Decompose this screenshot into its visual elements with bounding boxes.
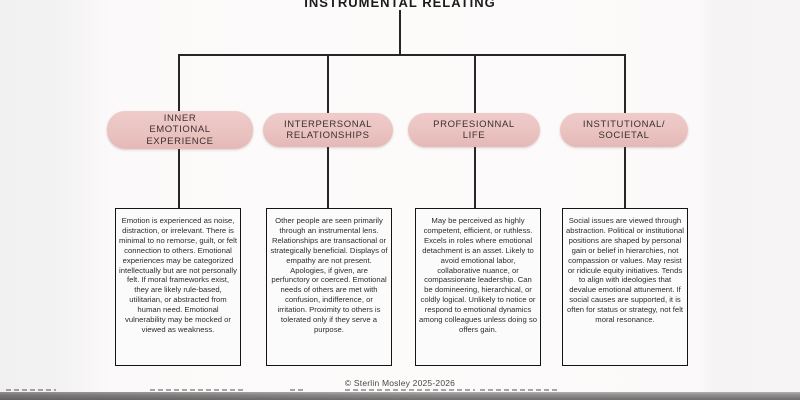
branch-pill-interpersonal-relationships: INTERPERSONAL RELATIONSHIPS — [263, 113, 393, 147]
branch-pill-profesionnal-life: PROFESIONNAL LIFE — [408, 113, 540, 147]
statusbar-illegible-text-left — [6, 389, 56, 391]
copyright-text: © Sterlin Mosley 2025-2026 — [344, 378, 456, 388]
statusbar-illegible-text-mid3 — [345, 389, 475, 391]
description-box-inner-emotional-experience: Emotion is experienced as noise, distrac… — [115, 208, 241, 366]
description-box-profesionnal-life: May be perceived as highly competent, ef… — [415, 208, 541, 366]
branch-pill-inner-emotional-experience: INNER EMOTIONAL EXPERIENCE — [107, 111, 253, 149]
statusbar-illegible-text-right — [480, 389, 560, 391]
branch-pill-institutional-societal: INSTITUTIONAL/ SOCIETAL — [560, 113, 688, 147]
connector-trunk-vertical — [399, 10, 401, 56]
diagram-title: INSTRUMENTAL RELATING — [304, 0, 496, 10]
connector-horizontal-rail — [178, 54, 626, 56]
statusbar-illegible-text-mid2 — [290, 389, 304, 391]
window-statusbar-strip — [0, 392, 800, 400]
description-box-interpersonal-relationships: Other people are seen primarily through … — [266, 208, 392, 366]
description-box-institutional-societal: Social issues are viewed through abstrac… — [562, 208, 688, 366]
statusbar-illegible-text-mid1 — [150, 389, 245, 391]
